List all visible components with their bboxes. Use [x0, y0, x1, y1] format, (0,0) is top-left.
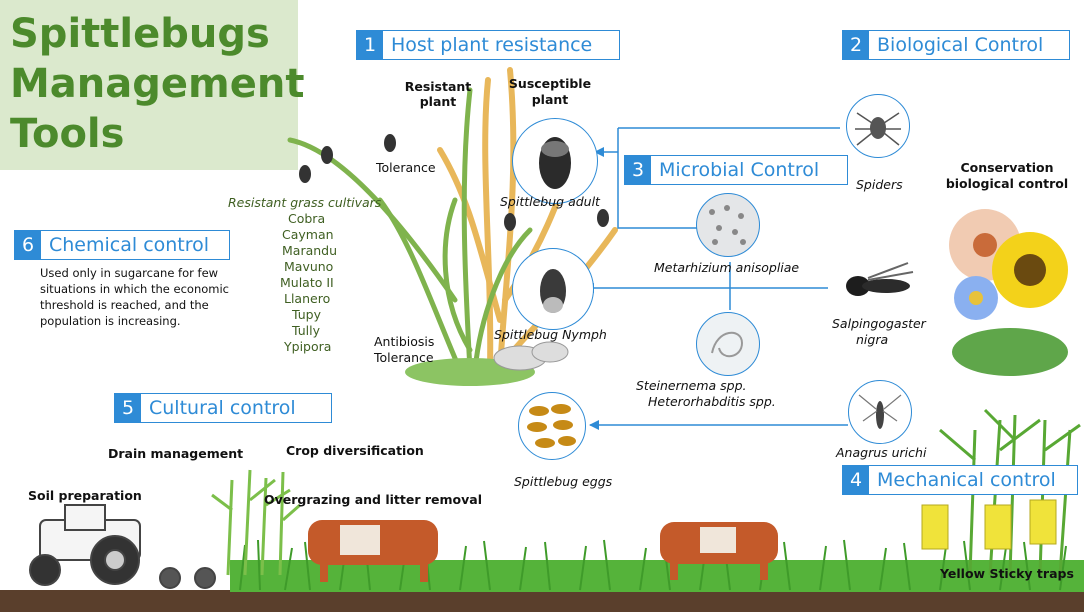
cultivar-item: Cobra [288, 211, 326, 226]
cultivar-item: Cayman [282, 227, 334, 242]
nymph-froth [493, 341, 569, 371]
chemical-text-line: population is increasing. [40, 314, 181, 328]
fungus-icon [709, 205, 746, 245]
spittlebug-adults-small [299, 134, 609, 231]
spittlebug-eggs-circle [518, 392, 586, 460]
antibiosis-label: Antibiosis [374, 334, 435, 349]
cow-right [660, 522, 778, 580]
connector-lines [585, 127, 848, 426]
cow-left [308, 520, 438, 582]
section-1-number: 1 [357, 31, 383, 59]
section-cultural-control: 5 Cultural control [114, 393, 332, 423]
susceptible-label-2: plant [531, 92, 569, 107]
nematode-icon [711, 331, 744, 358]
section-2-number: 2 [843, 31, 869, 59]
flowers-drawing [949, 209, 1068, 376]
spider-icon [855, 112, 901, 146]
cultivar-item: Mulato II [280, 275, 334, 290]
nematode-circle [696, 312, 760, 376]
section-5-label: Cultural control [149, 397, 296, 419]
tolerance-label: Tolerance [376, 160, 436, 175]
section-5-number: 5 [115, 394, 141, 422]
sugarcane-left [211, 469, 301, 576]
cultivar-item: Mavuno [284, 259, 334, 274]
section-6-label: Chemical control [49, 234, 210, 256]
spittlebug-nymph-label: Spittlebug Nymph [494, 327, 607, 342]
sticky-traps-label: Yellow Sticky traps [940, 566, 1074, 581]
cultivar-item: Tupy [292, 307, 321, 322]
spittlebug-nymph-circle [512, 248, 594, 330]
drain-management-label: Drain management [108, 446, 244, 461]
section-2-label: Biological Control [877, 34, 1044, 56]
syrphid-fly-icon [846, 262, 914, 296]
conservation-label-1: Conservation [960, 160, 1054, 175]
cultivar-item: Ypipora [284, 339, 332, 354]
section-mechanical-control: 4 Mechanical control [842, 465, 1078, 495]
section-1-label: Host plant resistance [391, 34, 593, 56]
chemical-text-line: threshold is reached, and the [40, 298, 209, 312]
metarhizium-label: Metarhizium anisopliae [654, 260, 800, 275]
susceptible-label-1: Susceptible [508, 76, 592, 91]
steinernema-label: Steinernema spp. [636, 378, 747, 393]
cultivar-item: Llanero [284, 291, 331, 306]
section-biological-control: 2 Biological Control [842, 30, 1070, 60]
grass-blades [239, 539, 1067, 591]
chemical-text-line: Used only in sugarcane for few [40, 266, 219, 280]
section-microbial-control: 3 Microbial Control [624, 155, 848, 185]
title-line-1: Spittlebugs [10, 11, 270, 57]
anagrus-circle [848, 380, 912, 444]
section-chemical-control: 6 Chemical control [14, 230, 230, 260]
section-3-number: 3 [625, 156, 651, 184]
spittlebug-eggs-label: Spittlebug eggs [514, 474, 613, 489]
section-4-number: 4 [843, 466, 869, 494]
main-title-panel: Spittlebugs Management Tools [0, 0, 304, 170]
resistant-label-1: Resistant [404, 79, 472, 94]
cultivars-heading: Resistant grass cultivars [228, 195, 382, 210]
cultivar-item: Marandu [282, 243, 338, 258]
chemical-text-line: situations in which the economic [40, 282, 230, 296]
section-host-plant-resistance: 1 Host plant resistance [356, 30, 620, 60]
section-3-label: Microbial Control [659, 159, 820, 181]
title-line-2: Management [10, 61, 305, 107]
soil-strip [0, 590, 1084, 612]
overgrazing-label: Overgrazing and litter removal [264, 492, 482, 507]
salpingogaster-label-1: Salpingogaster [832, 316, 926, 331]
spider-circle [846, 94, 910, 158]
sticky-traps [921, 499, 1057, 550]
crop-diversification-label: Crop diversification [286, 443, 424, 458]
resistant-label-2: plant [419, 94, 457, 109]
conservation-label-2: biological control [945, 176, 1069, 191]
section-4-label: Mechanical control [877, 469, 1056, 491]
eggs-icon [527, 404, 576, 448]
salpingogaster-label-2: nigra [856, 332, 889, 347]
sugarcane-right [939, 408, 1081, 576]
heterorhabditis-label: Heterorhabditis spp. [648, 394, 776, 409]
soil-preparation-label: Soil preparation [28, 488, 142, 503]
wasp-icon [858, 394, 902, 429]
tractor-drawing [29, 504, 216, 589]
cultivar-item: Tully [292, 323, 321, 338]
title-line-3: Tools [10, 111, 125, 157]
section-6-number: 6 [15, 231, 41, 259]
resistant-plant-drawing [287, 87, 533, 373]
spiders-label: Spiders [856, 177, 903, 192]
tolerance-base-label: Tolerance [374, 350, 434, 365]
spittlebug-adult-label: Spittlebug adult [500, 194, 600, 209]
anagrus-label: Anagrus urichi [836, 445, 927, 460]
metarhizium-circle [696, 193, 760, 257]
spittlebug-adult-circle [512, 118, 598, 204]
